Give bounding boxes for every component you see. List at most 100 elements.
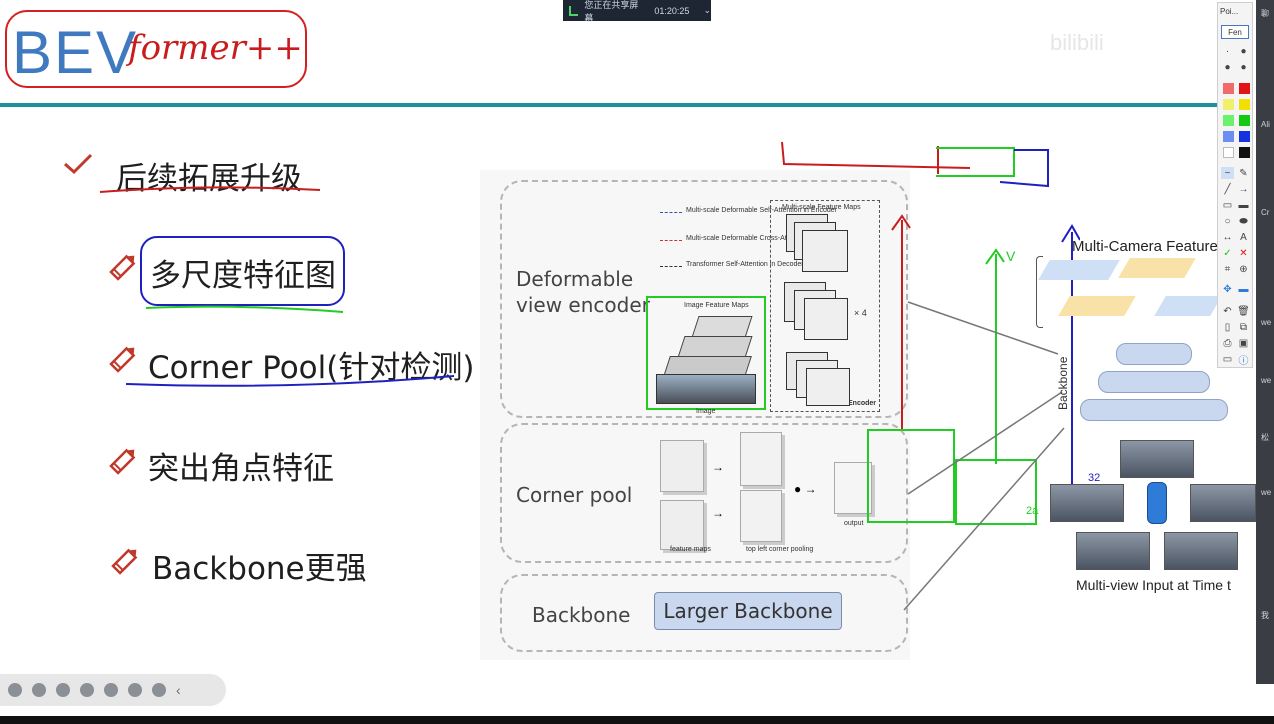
image-feature-maps-label: Image Feature Maps — [684, 302, 749, 309]
color-swatch[interactable] — [1239, 131, 1250, 142]
backbone-layer — [1116, 343, 1192, 365]
feature-map — [804, 298, 848, 340]
trash-icon[interactable]: 🗑 — [1237, 305, 1250, 317]
copy-icon[interactable]: ⧉ — [1239, 321, 1248, 333]
deformable-label: Deformable view encoder — [516, 267, 650, 317]
freehand-icon[interactable]: ~ — [1221, 167, 1234, 179]
times4-label: × 4 — [854, 308, 867, 318]
pencil-icon — [109, 448, 136, 475]
previous-icon[interactable] — [8, 683, 22, 697]
color-swatch[interactable] — [1223, 115, 1234, 126]
double-arrow-icon[interactable]: ↔ — [1222, 231, 1233, 243]
camera-image — [1164, 532, 1238, 570]
arrow-icon[interactable]: → — [1238, 183, 1249, 195]
strip-label: Cr — [1261, 208, 1270, 217]
brush-small-icon[interactable]: ● — [1224, 61, 1231, 73]
bilibili-watermark: bilibili — [1050, 30, 1104, 55]
chevron-left-icon[interactable]: ‹ — [176, 682, 181, 698]
move-icon[interactable]: ✥ — [1223, 283, 1232, 295]
color-swatch[interactable] — [1239, 115, 1250, 126]
corner-pooling-caption: top left corner pooling — [746, 546, 814, 553]
camera-icon[interactable] — [104, 683, 118, 697]
crop-icon[interactable]: ⌗ — [1224, 263, 1231, 275]
camera-feature-plane — [1154, 296, 1222, 316]
signal-icon — [569, 5, 579, 16]
pooled-map — [740, 490, 782, 542]
color-swatch[interactable] — [1223, 147, 1234, 158]
camera-image — [1050, 484, 1124, 522]
camera-image — [1190, 484, 1256, 522]
diagram-panel: Deformable view encoder Corner pool Back… — [480, 170, 910, 660]
backbone-layer — [1098, 371, 1210, 393]
info-icon[interactable]: ⓘ — [1238, 355, 1249, 367]
bullet-corner-features: 突出角点特征 — [148, 451, 334, 487]
save-icon[interactable]: ▣ — [1238, 337, 1249, 349]
annotation-2a: 2a — [1026, 505, 1039, 517]
filled-ellipse-icon[interactable]: ⬬ — [1239, 215, 1248, 227]
share-timer: 01:20:25 — [654, 5, 690, 16]
strip-label: 聊 — [1261, 9, 1269, 18]
pen-icon[interactable] — [56, 683, 70, 697]
corner-pool-label: Corner pool — [516, 483, 633, 507]
toolbar-tab[interactable]: Fen — [1221, 25, 1249, 39]
multiscale-maps-label: Multi-scale Feature Maps — [782, 204, 861, 211]
annotation-toolbar[interactable]: Poi... Fen · ● ● ● ~ ✎ ╱ → ▭ ▬ ○ ⬬ ↔ A ✓… — [1217, 2, 1253, 368]
backbone-box — [500, 574, 908, 652]
strip-label: 我 — [1261, 611, 1269, 620]
chevron-down-icon[interactable]: ⌄ — [703, 5, 711, 15]
filled-rectangle-icon[interactable]: ▬ — [1238, 199, 1249, 211]
line-icon[interactable]: ╱ — [1224, 183, 1231, 195]
larger-backbone-block: Larger Backbone — [654, 592, 842, 630]
multi-camera-features-label: Multi-Camera Features — [1072, 238, 1226, 255]
zoom-icon[interactable]: ⊕ — [1239, 263, 1248, 275]
brush-large-icon[interactable]: ● — [1240, 61, 1247, 73]
annotation-overlay — [781, 141, 1080, 611]
chat-icon[interactable] — [128, 683, 142, 697]
slide-header-rule — [0, 103, 1218, 107]
focus-icon[interactable] — [80, 683, 94, 697]
toolbar-title: Poi... — [1220, 7, 1239, 16]
screen-icon[interactable]: ▭ — [1222, 353, 1233, 365]
feature-map — [660, 440, 704, 492]
color-swatch[interactable] — [1239, 147, 1250, 158]
feature-map — [660, 500, 704, 550]
camera-feature-plane — [1038, 260, 1120, 280]
right-chat-strip[interactable]: 聊 Ali Cr we we 松 we 我 — [1256, 0, 1274, 684]
color-swatch[interactable] — [1223, 99, 1234, 110]
strip-label: we — [1261, 488, 1272, 497]
color-swatch[interactable] — [1239, 99, 1250, 110]
more-icon[interactable] — [152, 683, 166, 697]
share-status-text: 您正在共享屏幕 — [584, 0, 639, 23]
backbone-layer — [1080, 399, 1228, 421]
rectangle-icon[interactable]: ▭ — [1222, 199, 1233, 211]
next-icon[interactable] — [32, 683, 46, 697]
color-swatch[interactable] — [1223, 131, 1234, 142]
pencil-icon — [111, 548, 138, 575]
input-image — [656, 374, 756, 404]
undo-icon[interactable]: ↶ — [1223, 305, 1232, 317]
arrow-right-icon: → — [712, 460, 724, 474]
cross-icon[interactable]: ✕ — [1239, 247, 1248, 259]
highlighter-icon[interactable]: ✎ — [1239, 167, 1248, 179]
minus-icon[interactable]: ▬ — [1238, 283, 1249, 295]
ellipse-icon[interactable]: ○ — [1224, 215, 1231, 227]
color-swatch[interactable] — [1223, 83, 1234, 94]
heading-underline — [99, 186, 321, 193]
pointer-icon[interactable]: · — [1225, 45, 1230, 57]
print-icon[interactable]: ⎙ — [1223, 337, 1232, 349]
legend-item: Multi-scale Deformable Cross-Attention i… — [686, 235, 844, 242]
backbone-label: Backbone — [532, 603, 631, 627]
color-swatch[interactable] — [1239, 83, 1250, 94]
annotation-v: V — [1006, 248, 1016, 264]
multi-view-input-label: Multi-view Input at Time t — [1076, 577, 1231, 593]
tick-icon[interactable]: ✓ — [1223, 247, 1232, 259]
strip-label: we — [1261, 318, 1272, 327]
camera-feature-plane — [1058, 296, 1136, 316]
screen-share-bar[interactable]: 您正在共享屏幕 01:20:25 ⌄ — [563, 0, 711, 23]
slide-controls[interactable]: ‹ — [0, 674, 226, 706]
handwritten-title: former++ — [128, 28, 303, 68]
dot-icon[interactable]: ● — [1240, 45, 1247, 57]
title-annotation-box — [5, 10, 307, 88]
page-icon[interactable]: ▯ — [1224, 321, 1231, 333]
text-icon[interactable]: A — [1240, 231, 1247, 243]
